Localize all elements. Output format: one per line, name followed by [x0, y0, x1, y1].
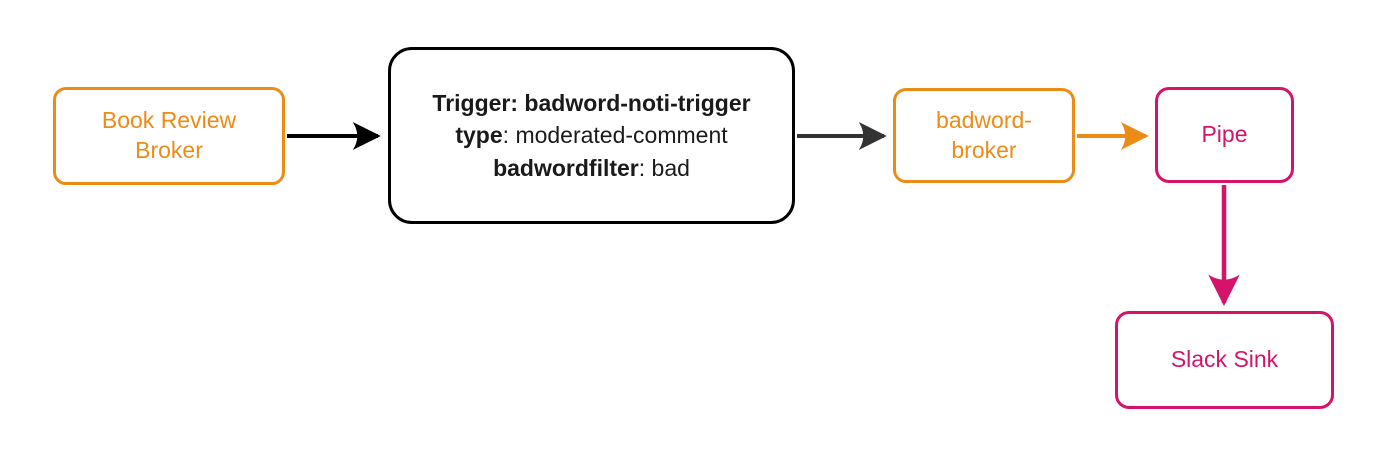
node-trigger-line1-text: Trigger: badword-noti-trigger [432, 89, 751, 116]
node-book-review-broker[interactable]: Book Review Broker [53, 87, 285, 185]
node-trigger-line-3: badwordfilter: bad [493, 152, 690, 185]
node-trigger[interactable]: Trigger: badword-noti-trigger type: mode… [388, 47, 795, 224]
node-trigger-badwordfilter-key: badwordfilter [493, 154, 639, 181]
node-trigger-type-key: type [455, 122, 503, 149]
node-slack-sink-label: Slack Sink [1170, 346, 1279, 373]
node-book-review-broker-label-line2: Broker [135, 137, 203, 163]
node-trigger-type-value: moderated-comment [515, 122, 728, 149]
node-slack-sink[interactable]: Slack Sink [1115, 311, 1334, 409]
node-trigger-type-separator: : [502, 122, 516, 149]
node-pipe[interactable]: Pipe [1155, 87, 1294, 183]
node-trigger-line-2: type: moderated-comment [455, 119, 727, 152]
node-trigger-badwordfilter-value: bad [651, 154, 690, 181]
node-trigger-badwordfilter-separator: : [638, 154, 652, 181]
node-badword-broker[interactable]: badword- broker [893, 88, 1075, 183]
node-badword-broker-label-line2: broker [951, 136, 1017, 163]
node-pipe-label: Pipe [1201, 121, 1248, 148]
node-book-review-broker-label-line1: Book Review [101, 107, 237, 134]
node-trigger-line-1: Trigger: badword-noti-trigger [432, 87, 750, 120]
node-badword-broker-label-line1: badword- [936, 106, 1032, 133]
